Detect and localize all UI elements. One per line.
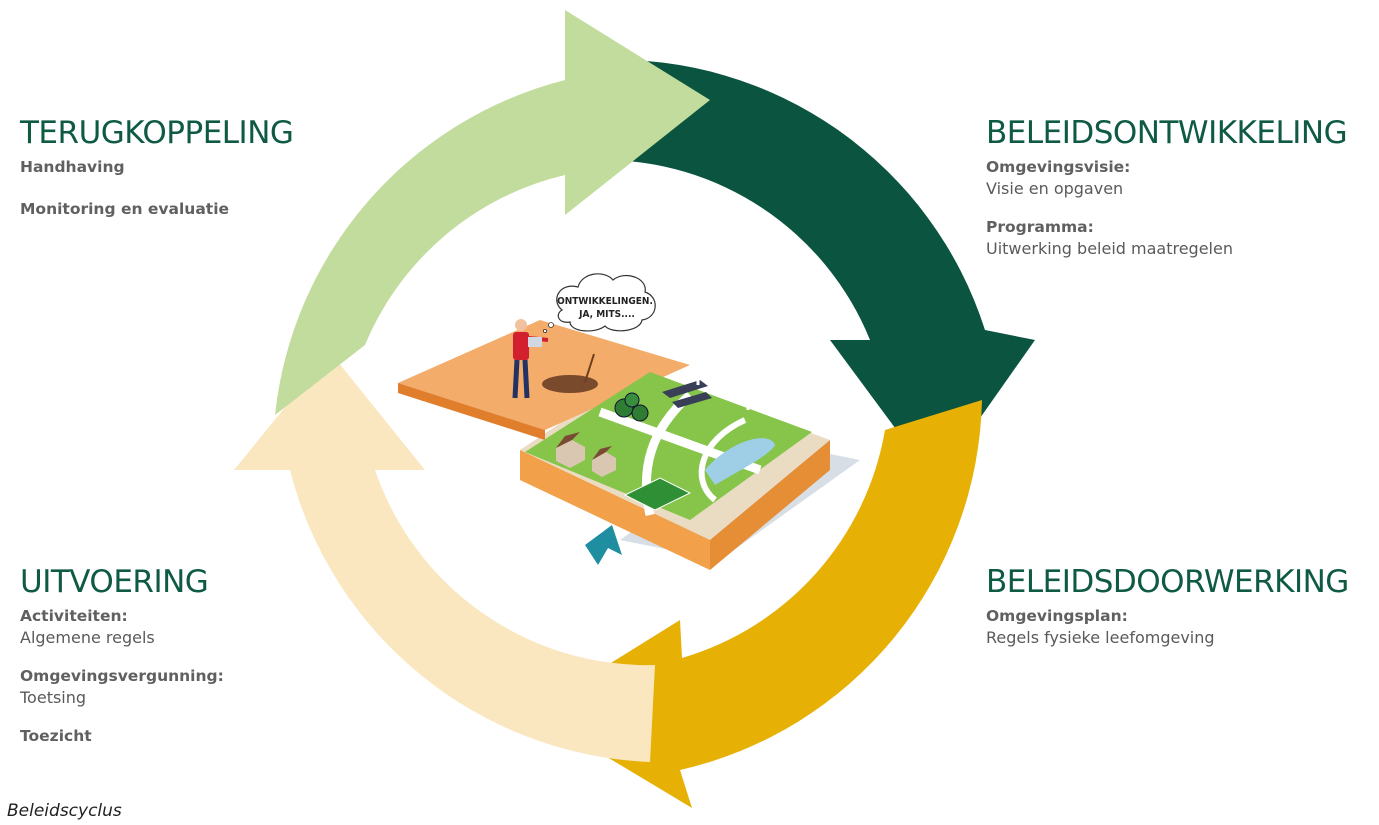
arrow-uitvoering <box>234 352 655 762</box>
section-title-uitvoering: UITVOERING <box>20 564 209 600</box>
section-uitvoering: UITVOERING Activiteiten: Algemene regels… <box>20 564 224 765</box>
section-beleidsdoorwerking: BELEIDSDOORWERKING Omgevingsplan: Regels… <box>986 564 1349 666</box>
item-label: Activiteiten: <box>20 607 128 625</box>
item-omgevingsplan: Omgevingsplan: Regels fysieke leefomgevi… <box>986 606 1349 648</box>
section-title-beleidsdoorwerking: BELEIDSDOORWERKING <box>986 564 1349 600</box>
item-text: Uitwerking beleid maatregelen <box>986 239 1233 258</box>
item-activiteiten: Activiteiten: Algemene regels <box>20 606 224 648</box>
item-monitoring: Monitoring en evaluatie <box>20 199 293 220</box>
item-programma: Programma: Uitwerking beleid maatregelen <box>986 217 1347 259</box>
speech-bubble-line-1: ONTWIKKELINGEN. <box>557 296 653 307</box>
speech-bubble-line-2: JA, MITS.... <box>578 309 635 320</box>
item-label: Programma: <box>986 218 1094 236</box>
item-label: Toezicht <box>20 727 92 745</box>
section-terugkoppeling: TERUGKOPPELING Handhaving Monitoring en … <box>20 115 294 241</box>
book-illustration: ONTWIKKELINGEN. JA, MITS.... <box>398 273 860 570</box>
figure-caption: Beleidscyclus <box>7 801 122 821</box>
item-label: Omgevingsplan: <box>986 607 1128 625</box>
item-text: Algemene regels <box>20 628 155 647</box>
arrow-terugkoppeling <box>275 10 710 415</box>
item-text: Toetsing <box>20 688 87 707</box>
speech-bubble: ONTWIKKELINGEN. JA, MITS.... <box>543 273 656 333</box>
item-label: Handhaving <box>20 158 125 176</box>
arrow-beleidsontwikkeling <box>600 59 1035 482</box>
item-toezicht: Toezicht <box>20 726 224 747</box>
item-label: Monitoring en evaluatie <box>20 200 230 218</box>
item-text: Visie en opgaven <box>986 179 1124 198</box>
item-label: Omgevingsvergunning: <box>20 667 224 685</box>
item-omgevingsvergunning: Omgevingsvergunning: Toetsing <box>20 666 224 708</box>
item-text: Regels fysieke leefomgeving <box>986 628 1215 647</box>
item-label: Omgevingsvisie: <box>986 158 1131 176</box>
item-omgevingsvisie: Omgevingsvisie: Visie en opgaven <box>986 157 1347 199</box>
section-title-terugkoppeling: TERUGKOPPELING <box>20 115 294 151</box>
section-beleidsontwikkeling: BELEIDSONTWIKKELING Omgevingsvisie: Visi… <box>986 115 1348 277</box>
item-handhaving: Handhaving <box>20 157 293 178</box>
section-title-beleidsontwikkeling: BELEIDSONTWIKKELING <box>986 115 1348 151</box>
